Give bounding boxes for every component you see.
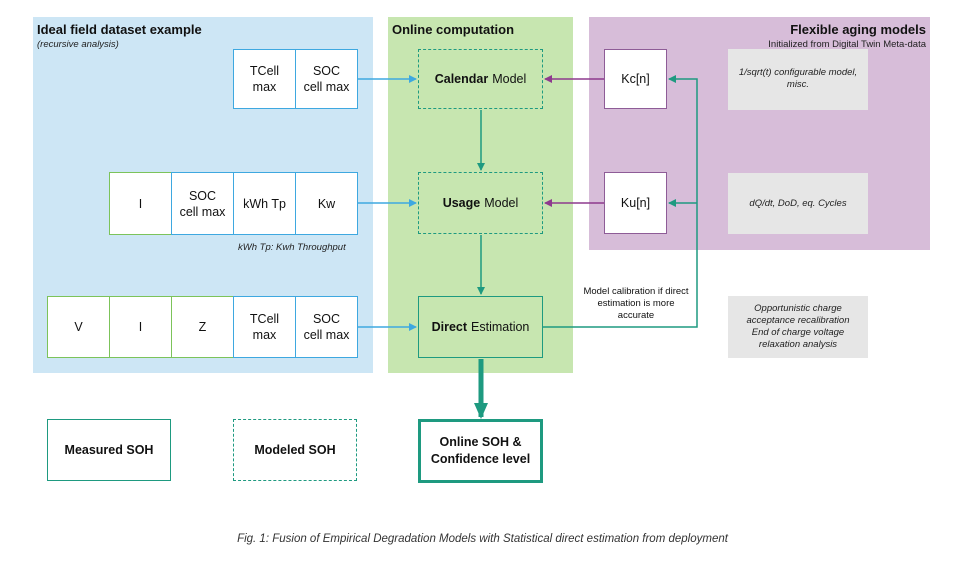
calendar-model-bold: Calendar — [434, 72, 489, 86]
row3-soc-cell: SOC cell max — [295, 296, 358, 358]
row3-i-cell: I — [109, 296, 172, 358]
direct-estimation-bold: Direct — [431, 320, 468, 334]
row2-i-cell: I — [109, 172, 172, 235]
row2-kwh-cell: kWh Tp — [233, 172, 296, 235]
figure-caption: Fig. 1: Fusion of Empirical Degradation … — [237, 533, 728, 545]
direct-note: Opportunistic charge acceptance recalibr… — [728, 296, 868, 358]
row3-tcell-cell: TCell max — [233, 296, 296, 358]
ku-box: Ku[n] — [604, 172, 667, 234]
row2-note: kWh Tp: Kwh Throughput — [238, 242, 346, 253]
measured-soh-legend: Measured SOH — [47, 419, 171, 481]
measured-soh-label: Measured SOH — [64, 443, 154, 457]
aging-subtitle: Initialized from Digital Twin Meta-data — [768, 39, 926, 50]
usage-model-bold: Usage — [442, 196, 481, 210]
aging-title: Flexible aging models — [790, 22, 926, 37]
kc-box: Kc[n] — [604, 49, 667, 109]
usage-model-rest: Model — [484, 196, 519, 210]
calendar-model-rest: Model — [492, 72, 527, 86]
calendar-note: 1/sqrt(t) configurable model, misc. — [728, 49, 868, 110]
usage-note: dQ/dt, DoD, eq. Cycles — [728, 173, 868, 234]
row1-soc-cell: SOC cell max — [295, 49, 358, 109]
row2-soc-cell: SOC cell max — [171, 172, 234, 235]
direct-estimation-rest: Estimation — [471, 320, 530, 334]
online-soh-output-label: Online SOH & Confidence level — [430, 435, 531, 466]
dataset-title: Ideal field dataset example — [37, 22, 202, 37]
calibration-label: Model calibration if direct estimation i… — [583, 286, 689, 321]
online-title: Online computation — [392, 22, 515, 37]
online-soh-output-box: Online SOH & Confidence level — [418, 419, 543, 483]
row2-kw-cell: Kw — [295, 172, 358, 235]
dataset-subtitle: (recursive analysis) — [37, 39, 119, 50]
modeled-soh-legend: Modeled SOH — [233, 419, 357, 481]
modeled-soh-label: Modeled SOH — [254, 443, 336, 457]
